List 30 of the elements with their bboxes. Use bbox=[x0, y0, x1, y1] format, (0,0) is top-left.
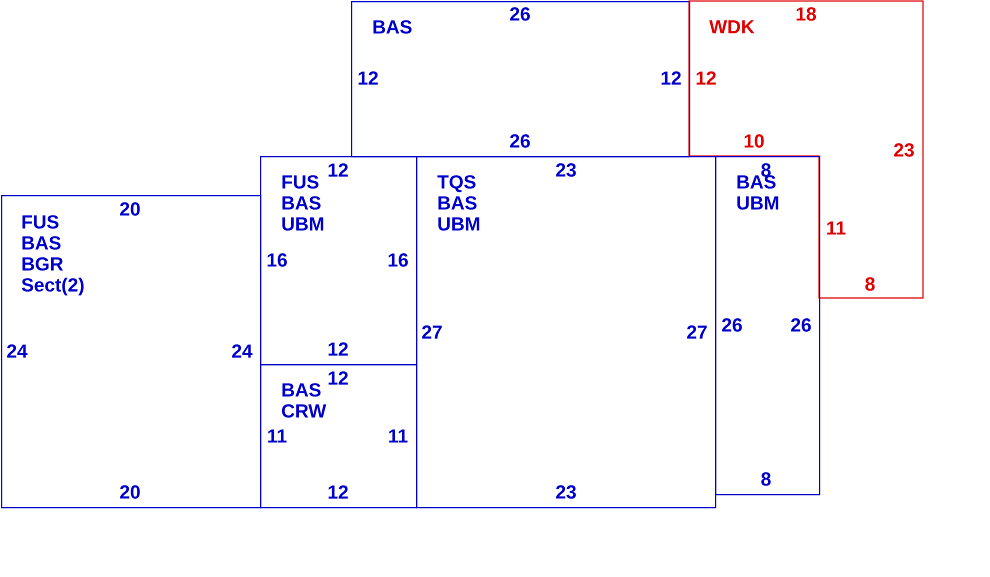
dimension: 24 bbox=[7, 344, 28, 358]
dimension: 12 bbox=[328, 163, 348, 177]
dimension: 11 bbox=[827, 221, 846, 235]
dimension: 26 bbox=[722, 318, 742, 332]
dimension: 23 bbox=[556, 163, 576, 177]
dimension: 26 bbox=[791, 318, 811, 332]
dimension: 12 bbox=[358, 71, 378, 85]
dimension: 8 bbox=[761, 472, 771, 486]
dimension: 16 bbox=[388, 253, 408, 267]
dimension: 11 bbox=[268, 429, 287, 443]
dimension: 12 bbox=[328, 485, 348, 499]
dimension: 10 bbox=[744, 134, 764, 148]
dimension: 8 bbox=[761, 163, 771, 177]
dimension: 24 bbox=[232, 344, 252, 358]
dimension: 23 bbox=[894, 143, 914, 157]
dimension: 11 bbox=[389, 429, 408, 443]
dimension: 16 bbox=[268, 253, 287, 267]
dimension: 12 bbox=[696, 71, 716, 85]
dimension: 12 bbox=[662, 71, 681, 85]
dimension: 26 bbox=[510, 134, 530, 148]
dimension: 12 bbox=[328, 342, 348, 356]
dimension: 26 bbox=[510, 7, 530, 21]
dimension: 12 bbox=[328, 371, 348, 385]
dimension: 20 bbox=[120, 485, 140, 499]
dimension: 23 bbox=[556, 485, 576, 499]
dimension: 8 bbox=[865, 277, 875, 291]
dimension: 27 bbox=[687, 325, 707, 339]
dimension: 20 bbox=[120, 202, 140, 216]
dimension: 27 bbox=[422, 325, 442, 339]
dimension: 18 bbox=[796, 7, 816, 21]
